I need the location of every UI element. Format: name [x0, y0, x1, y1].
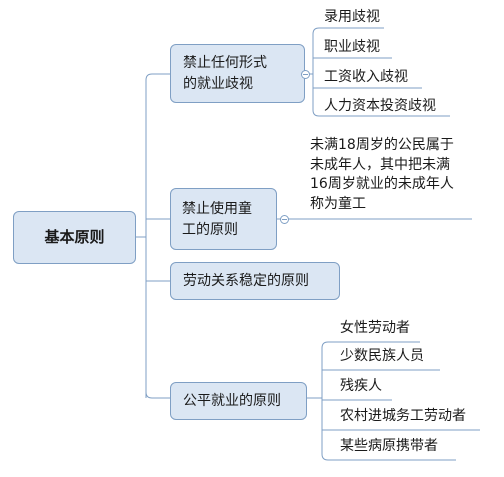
note-line: 未满18周岁的公民属于	[310, 137, 454, 153]
branch-node-fair-employment[interactable]: 公平就业的原则	[170, 382, 307, 420]
connector-branch-1	[145, 73, 170, 81]
leaf-node-wage-discrimination[interactable]: 工资收入歧视	[324, 69, 408, 85]
leaf-node-occupational-discrimination[interactable]: 职业歧视	[324, 39, 380, 55]
leaf-node-hiring-discrimination[interactable]: 录用歧视	[324, 9, 380, 25]
branch-node-no-child-labor[interactable]: 禁止使用童 工的原则	[170, 188, 277, 250]
collapse-toggle-icon[interactable]	[301, 70, 310, 79]
branch-node-stable-labor-relations[interactable]: 劳动关系稳定的原则	[170, 262, 340, 300]
note-line: 未成年人，其中把未满	[310, 156, 450, 173]
note-line: 称为童工	[310, 195, 366, 212]
note-line: 16周岁就业的未成年人	[310, 176, 454, 192]
connector-b1-c1	[312, 27, 384, 35]
leaf-node-female-workers[interactable]: 女性劳动者	[340, 320, 410, 336]
branch-label-line: 的就业歧视	[183, 76, 253, 92]
leaf-node-disabled-persons[interactable]: 残疾人	[340, 378, 382, 394]
child-labor-note: 未满18周岁的公民属于 未成年人，其中把未满 16周岁就业的未成年人 称为童工	[310, 136, 480, 214]
connector-b4-c1	[321, 341, 420, 349]
connector-b4-c5	[321, 453, 456, 461]
root-node[interactable]: 基本原则	[13, 211, 136, 264]
connector-branch-4	[145, 391, 170, 399]
connector-b1-c4	[312, 109, 450, 117]
leaf-node-pathogen-carriers[interactable]: 某些病原携带者	[340, 438, 438, 454]
branch-label-line: 公平就业的原则	[183, 393, 281, 409]
leaf-node-ethnic-minorities[interactable]: 少数民族人员	[340, 348, 424, 364]
branch-label-line: 禁止使用童	[182, 201, 252, 217]
branch-label-line: 劳动关系稳定的原则	[183, 273, 309, 289]
leaf-node-rural-migrant-workers[interactable]: 农村进城务工劳动者	[340, 408, 466, 424]
branch-node-no-discrimination[interactable]: 禁止任何形式 的就业歧视	[170, 44, 305, 103]
collapse-toggle-icon[interactable]	[280, 215, 289, 224]
branch-label-line: 工的原则	[182, 222, 238, 238]
root-label: 基本原则	[44, 228, 105, 246]
leaf-node-human-capital-discrimination[interactable]: 人力资本投资歧视	[324, 98, 436, 114]
branch-label-line: 禁止任何形式	[183, 55, 267, 71]
